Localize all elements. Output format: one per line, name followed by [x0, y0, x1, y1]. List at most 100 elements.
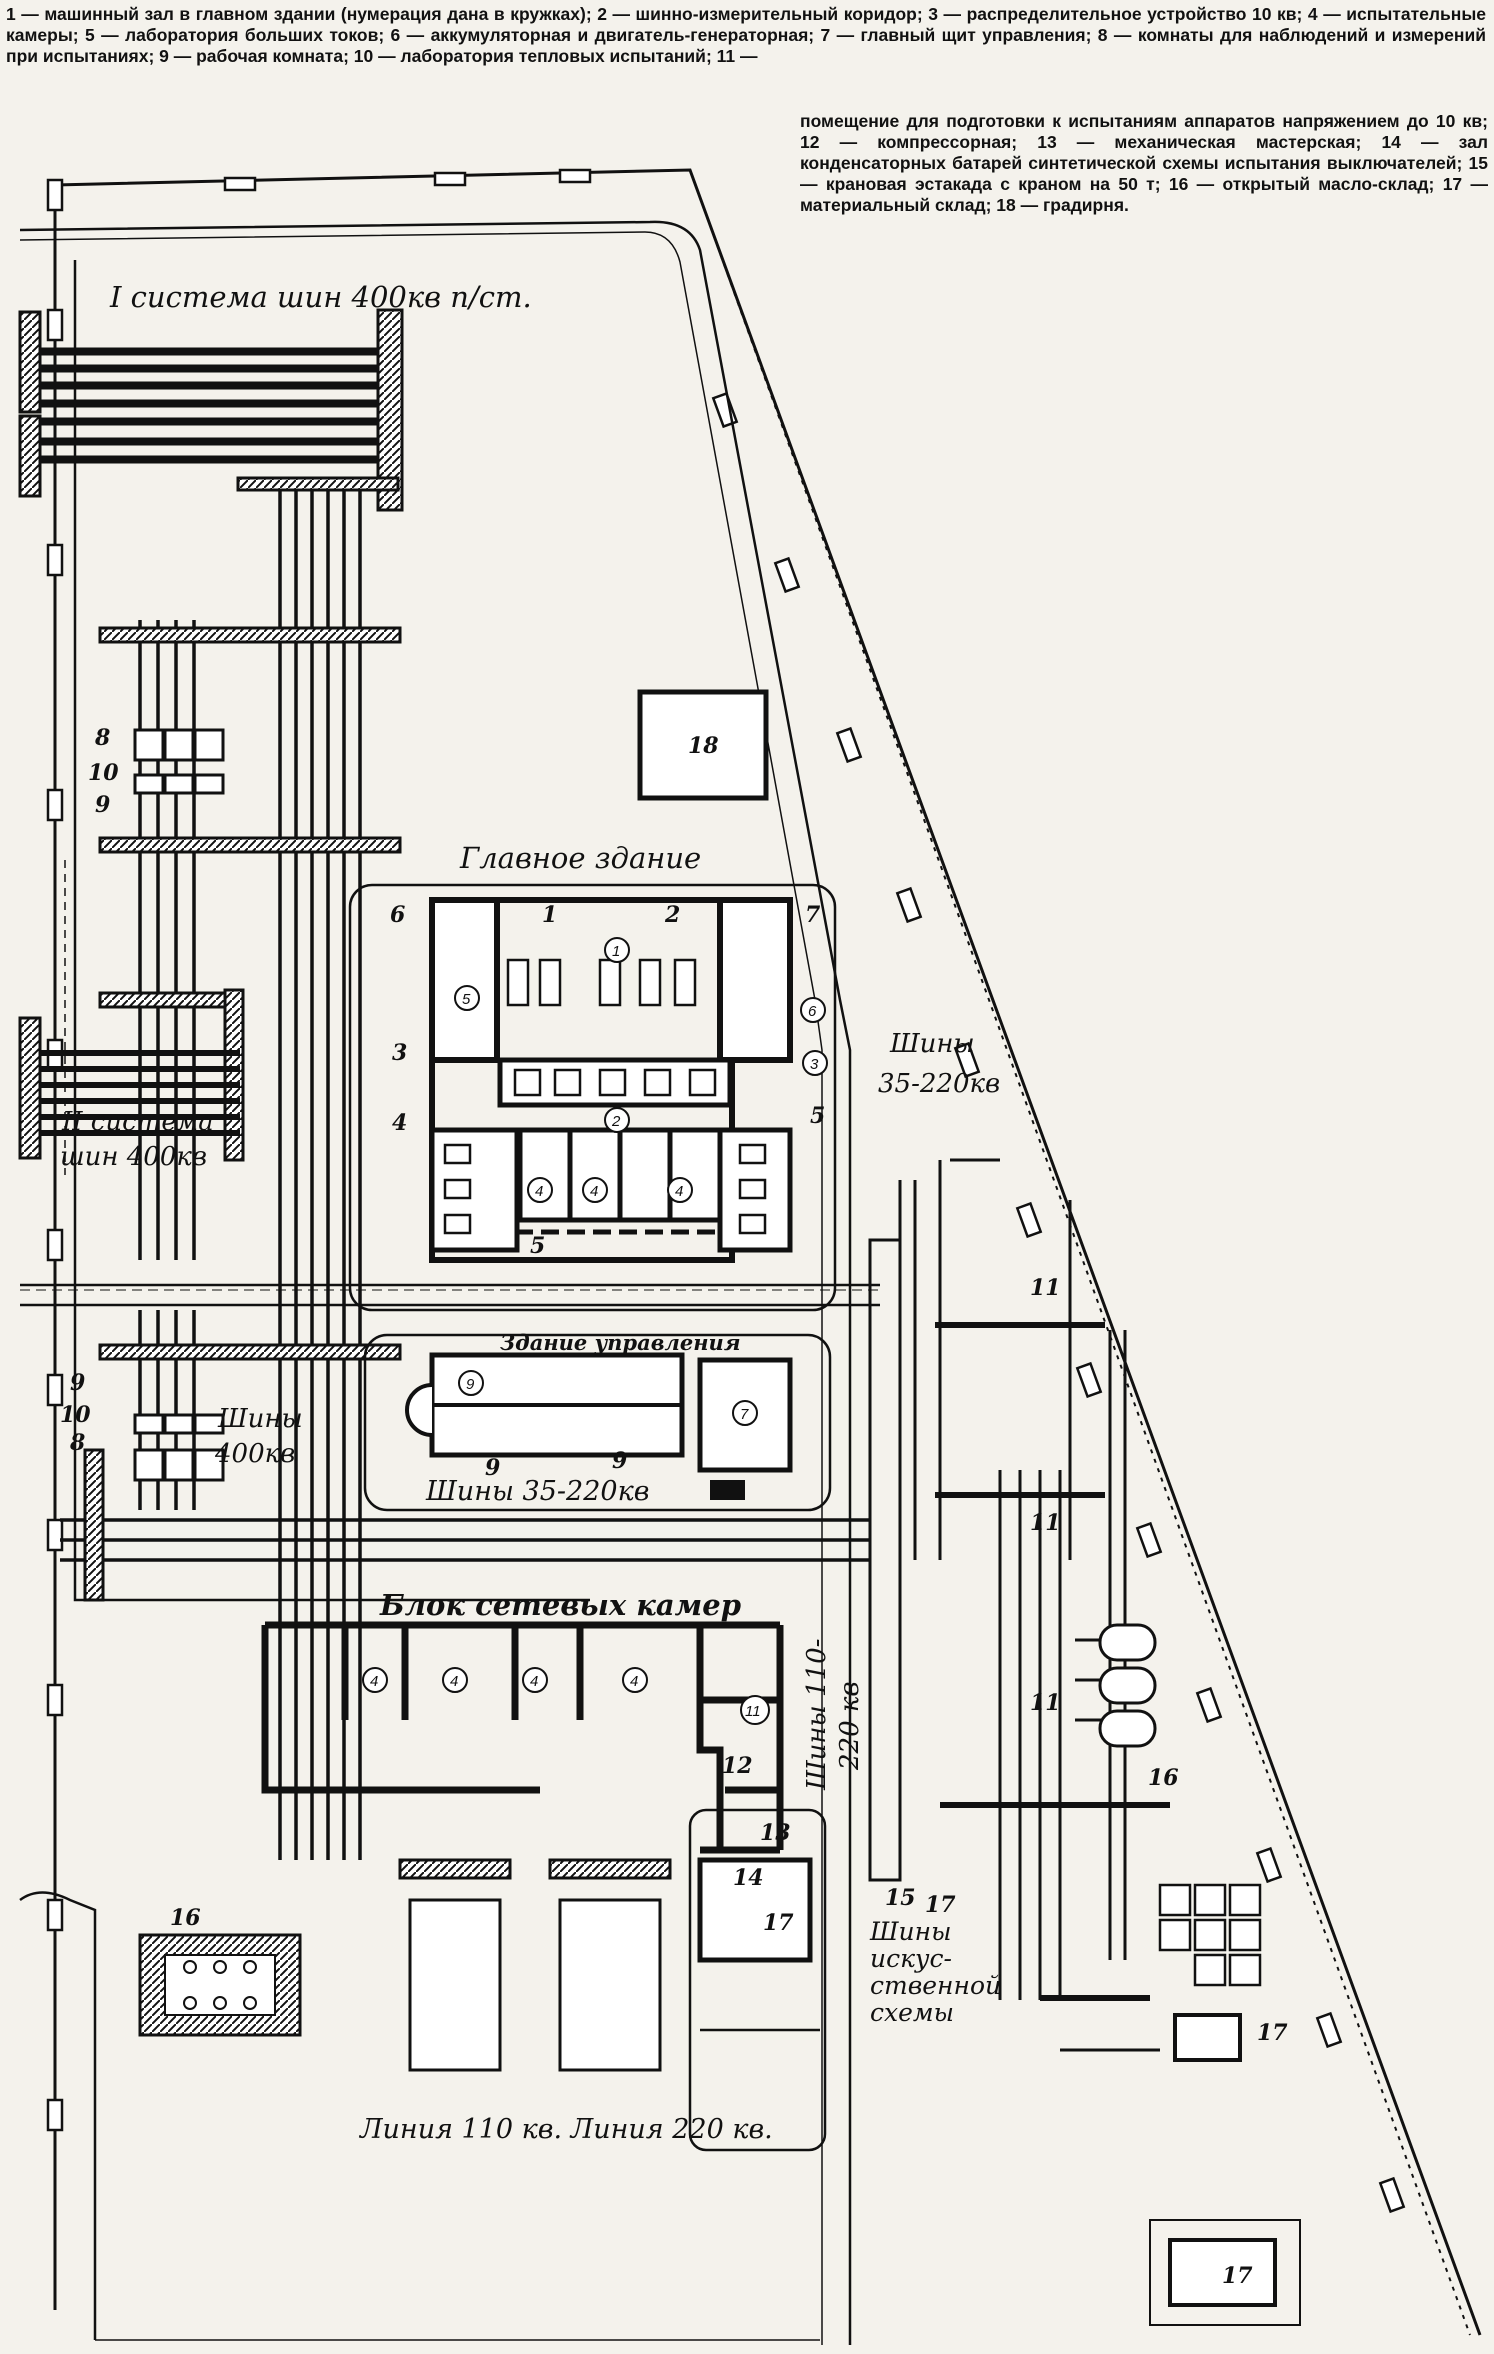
number-17-artificial: 17 [925, 1892, 956, 1918]
label-bus-system-1: I система шин 400кв п/ст. [109, 280, 532, 314]
oil-storage-16 [138, 1933, 302, 2037]
number-16-oil: 16 [170, 1905, 201, 1931]
svg-text:11: 11 [745, 1703, 761, 1720]
number-8-lower: 8 [69, 1430, 85, 1456]
circle-6: 6 [800, 997, 826, 1023]
circle-4-f: 4 [522, 1667, 548, 1693]
svg-text:4: 4 [675, 1183, 683, 1200]
number-17-hall: 17 [763, 1910, 794, 1936]
number-14: 14 [733, 1865, 764, 1891]
number-8-upper: 8 [94, 725, 110, 751]
circle-4-g: 4 [622, 1667, 648, 1693]
figure-caption-continued: помещение для подготовки к испытаниям ап… [800, 111, 1488, 215]
number-9-upper: 9 [95, 792, 110, 818]
circle-11: 11 [740, 1695, 770, 1725]
label-bus-110-220-line1: Шины 110- [802, 1639, 832, 1791]
label-bus-system-2-line1: II система [61, 1107, 214, 1137]
number-11-a: 11 [1030, 1275, 1061, 1301]
number-7: 7 [805, 902, 821, 928]
number-18: 18 [688, 733, 719, 759]
label-bus-system-2-line2: шин 400кв [60, 1142, 207, 1172]
label-bus-110-220-line2: 220 кв [835, 1681, 865, 1771]
label-main-building: Главное здание [459, 841, 701, 875]
svg-text:3: 3 [810, 1056, 819, 1073]
number-2: 2 [664, 902, 680, 928]
number-3: 3 [392, 1040, 407, 1066]
capacitor-hall [697, 1857, 813, 1963]
circle-4-d: 4 [362, 1667, 388, 1693]
circle-2: 2 [604, 1107, 630, 1133]
number-5-a: 5 [810, 1103, 825, 1129]
vertical-bus-lines [60, 490, 870, 1860]
crane-trestle-15 [868, 1238, 902, 1882]
circle-7: 7 [732, 1400, 758, 1426]
svg-text:6: 6 [808, 1003, 817, 1020]
circle-3: 3 [802, 1050, 828, 1076]
label-artificial-circuit-line3: ственной [870, 1971, 1001, 2000]
number-9-lower: 9 [70, 1370, 85, 1396]
circle-1: 1 [604, 937, 630, 963]
svg-text:9: 9 [466, 1376, 475, 1393]
number-15: 15 [885, 1885, 916, 1911]
capacitor-hall-yard [688, 1808, 827, 2152]
number-10-upper: 10 [88, 760, 119, 786]
label-bus-35-220-right-line1: Шины [889, 1029, 975, 1059]
svg-text:4: 4 [370, 1673, 378, 1690]
svg-text:4: 4 [630, 1673, 638, 1690]
number-12: 12 [722, 1753, 753, 1779]
number-9-control-a: 9 [485, 1455, 500, 1481]
label-bus-400-line2: 400кв [214, 1439, 295, 1469]
svg-text:5: 5 [462, 991, 471, 1008]
main-building [348, 883, 837, 1312]
label-bus-35-220-control: Шины 35-220кв [425, 1476, 649, 1507]
number-17-bottom: 17 [1222, 2263, 1253, 2289]
number-4: 4 [392, 1110, 407, 1136]
number-1: 1 [542, 902, 557, 928]
svg-text:4: 4 [450, 1673, 458, 1690]
number-5-b: 5 [530, 1233, 545, 1259]
material-store-17-bottom [1168, 2238, 1277, 2307]
circle-4-b: 4 [582, 1177, 608, 1203]
number-16-right: 16 [1148, 1765, 1179, 1791]
svg-text:2: 2 [611, 1113, 621, 1130]
label-bus-400-line1: Шины [217, 1404, 303, 1434]
bus-crossbars [18, 626, 402, 1602]
circle-5: 5 [454, 985, 480, 1011]
line-bays [398, 1858, 672, 2072]
label-artificial-circuit-line4: схемы [870, 1998, 954, 2027]
number-10-lower: 10 [60, 1402, 91, 1428]
circle-4-a: 4 [527, 1177, 553, 1203]
circle-4-e: 4 [442, 1667, 468, 1693]
material-store-17-mid [1173, 2013, 1242, 2062]
roads [19, 220, 880, 2345]
number-11-c: 11 [1030, 1690, 1061, 1716]
number-17-mid: 17 [1257, 2020, 1288, 2046]
label-lines-110-220: Линия 110 кв. Линия 220 кв. [358, 2114, 773, 2145]
figure-caption: 1 — машинный зал в главном здании (нумер… [6, 4, 1486, 66]
svg-text:4: 4 [535, 1183, 543, 1200]
circle-9: 9 [458, 1370, 484, 1396]
material-store-yard [1149, 2219, 1301, 2326]
svg-text:4: 4 [590, 1183, 598, 1200]
svg-text:7: 7 [740, 1406, 749, 1423]
circle-4-c: 4 [667, 1177, 693, 1203]
label-artificial-circuit-line2: искус- [870, 1944, 952, 1973]
number-9-control-b: 9 [612, 1448, 627, 1474]
busbar-system-2 [40, 1050, 240, 1136]
number-6: 6 [390, 902, 405, 928]
network-chamber-block [261, 1621, 784, 1854]
label-network-chamber-block: Блок сетевых камер [379, 1588, 741, 1622]
observation-rooms-upper [133, 728, 225, 1482]
cooling-tower [637, 689, 769, 801]
busbar-system-1 [18, 308, 404, 512]
label-bus-35-220-right-line2: 35-220кв [878, 1069, 1000, 1099]
number-11-b: 11 [1030, 1510, 1061, 1536]
svg-text:1: 1 [612, 943, 620, 960]
label-artificial-circuit-line1: Шины [869, 1917, 951, 1946]
right-small-blocks [1158, 1883, 1262, 1987]
label-control-building: Здание управления [500, 1330, 741, 1355]
right-ovals [1098, 1623, 1157, 1748]
svg-text:4: 4 [530, 1673, 538, 1690]
number-13: 13 [760, 1820, 791, 1846]
